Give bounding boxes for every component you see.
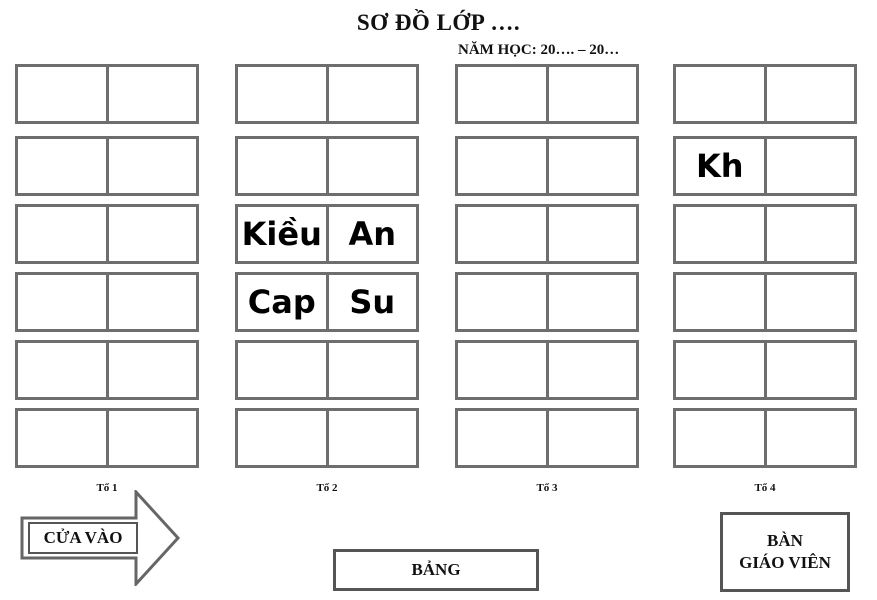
seat	[545, 411, 637, 465]
seat	[18, 67, 106, 121]
seat	[458, 139, 546, 193]
seat	[545, 207, 637, 261]
seat	[545, 139, 637, 193]
group-label: Tổ 3	[536, 482, 558, 494]
desk	[673, 64, 857, 124]
seat	[18, 139, 106, 193]
seat	[545, 343, 637, 397]
page-title: SƠ ĐỒ LỚP ….	[356, 10, 521, 35]
desk	[15, 204, 199, 264]
teacher-desk-line1: BÀN	[767, 531, 803, 550]
door-label: CỬA VÀO	[28, 522, 138, 554]
seat	[763, 139, 855, 193]
seat	[18, 411, 106, 465]
desk	[455, 340, 639, 400]
seat	[545, 67, 637, 121]
seat	[676, 411, 764, 465]
desk	[235, 64, 419, 124]
seat	[105, 411, 197, 465]
desk	[15, 340, 199, 400]
seat	[763, 207, 855, 261]
seat	[105, 67, 197, 121]
desk	[673, 340, 857, 400]
seat	[325, 343, 417, 397]
desk	[15, 408, 199, 468]
seat	[105, 275, 197, 329]
seat	[105, 139, 197, 193]
desk	[15, 136, 199, 196]
seat	[763, 67, 855, 121]
seat: An	[325, 207, 417, 261]
desk	[455, 64, 639, 124]
seat	[763, 343, 855, 397]
seat: Su	[325, 275, 417, 329]
seat	[676, 343, 764, 397]
school-year: NĂM HỌC: 20…. – 20…	[458, 42, 620, 58]
seat	[105, 343, 197, 397]
seat	[763, 275, 855, 329]
seat: Kh	[695, 147, 744, 185]
desk: Kh	[673, 136, 857, 196]
group-label: Tổ 4	[754, 482, 776, 494]
seat	[325, 67, 417, 121]
desk	[455, 408, 639, 468]
seat	[458, 207, 546, 261]
desk	[235, 340, 419, 400]
seat	[763, 411, 855, 465]
desk	[15, 64, 199, 124]
desk	[673, 272, 857, 332]
seat: Cap	[247, 283, 316, 321]
seat	[676, 207, 764, 261]
desk	[455, 136, 639, 196]
group-label: Tổ 1	[96, 482, 118, 494]
seat	[105, 207, 197, 261]
group-label: Tổ 2	[316, 482, 338, 494]
seat	[458, 275, 546, 329]
teacher-desk: BÀN GIÁO VIÊN	[720, 512, 850, 592]
seat: Kiều	[241, 215, 322, 253]
desk	[235, 408, 419, 468]
seat	[545, 275, 637, 329]
seat	[458, 411, 546, 465]
seat	[238, 343, 326, 397]
seat	[18, 343, 106, 397]
seat	[238, 411, 326, 465]
desk	[673, 204, 857, 264]
seat	[238, 139, 326, 193]
seat	[458, 67, 546, 121]
seat	[458, 343, 546, 397]
desk	[455, 272, 639, 332]
seat	[18, 275, 106, 329]
blackboard: BẢNG	[333, 549, 539, 591]
desk	[455, 204, 639, 264]
seat	[676, 67, 764, 121]
seat	[325, 139, 417, 193]
teacher-desk-line2: GIÁO VIÊN	[739, 553, 831, 572]
desk	[15, 272, 199, 332]
seat	[18, 207, 106, 261]
seat	[325, 411, 417, 465]
seat	[676, 275, 764, 329]
desk	[235, 136, 419, 196]
desk	[673, 408, 857, 468]
seat	[238, 67, 326, 121]
